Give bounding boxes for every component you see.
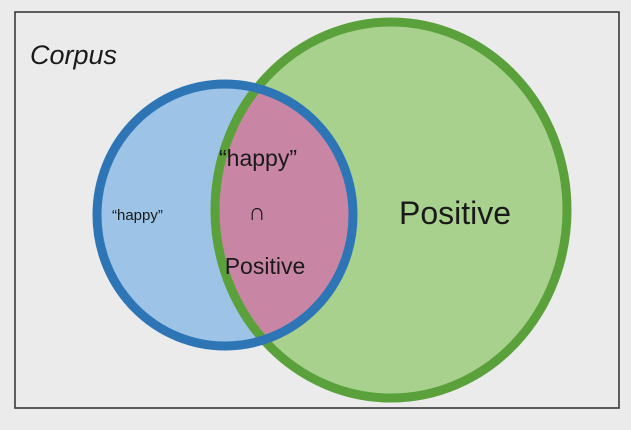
- happy-set-outline: [92, 79, 358, 351]
- positive-set-outline: [210, 17, 572, 403]
- intersection-happy-label: “happy”: [219, 145, 297, 171]
- intersection-positive-label: Positive: [225, 253, 306, 279]
- intersection-symbol: ∩: [248, 199, 265, 226]
- positive-label: Positive: [399, 195, 511, 231]
- corpus-label: Corpus: [30, 40, 117, 70]
- happy-only-label: “happy”: [112, 207, 163, 224]
